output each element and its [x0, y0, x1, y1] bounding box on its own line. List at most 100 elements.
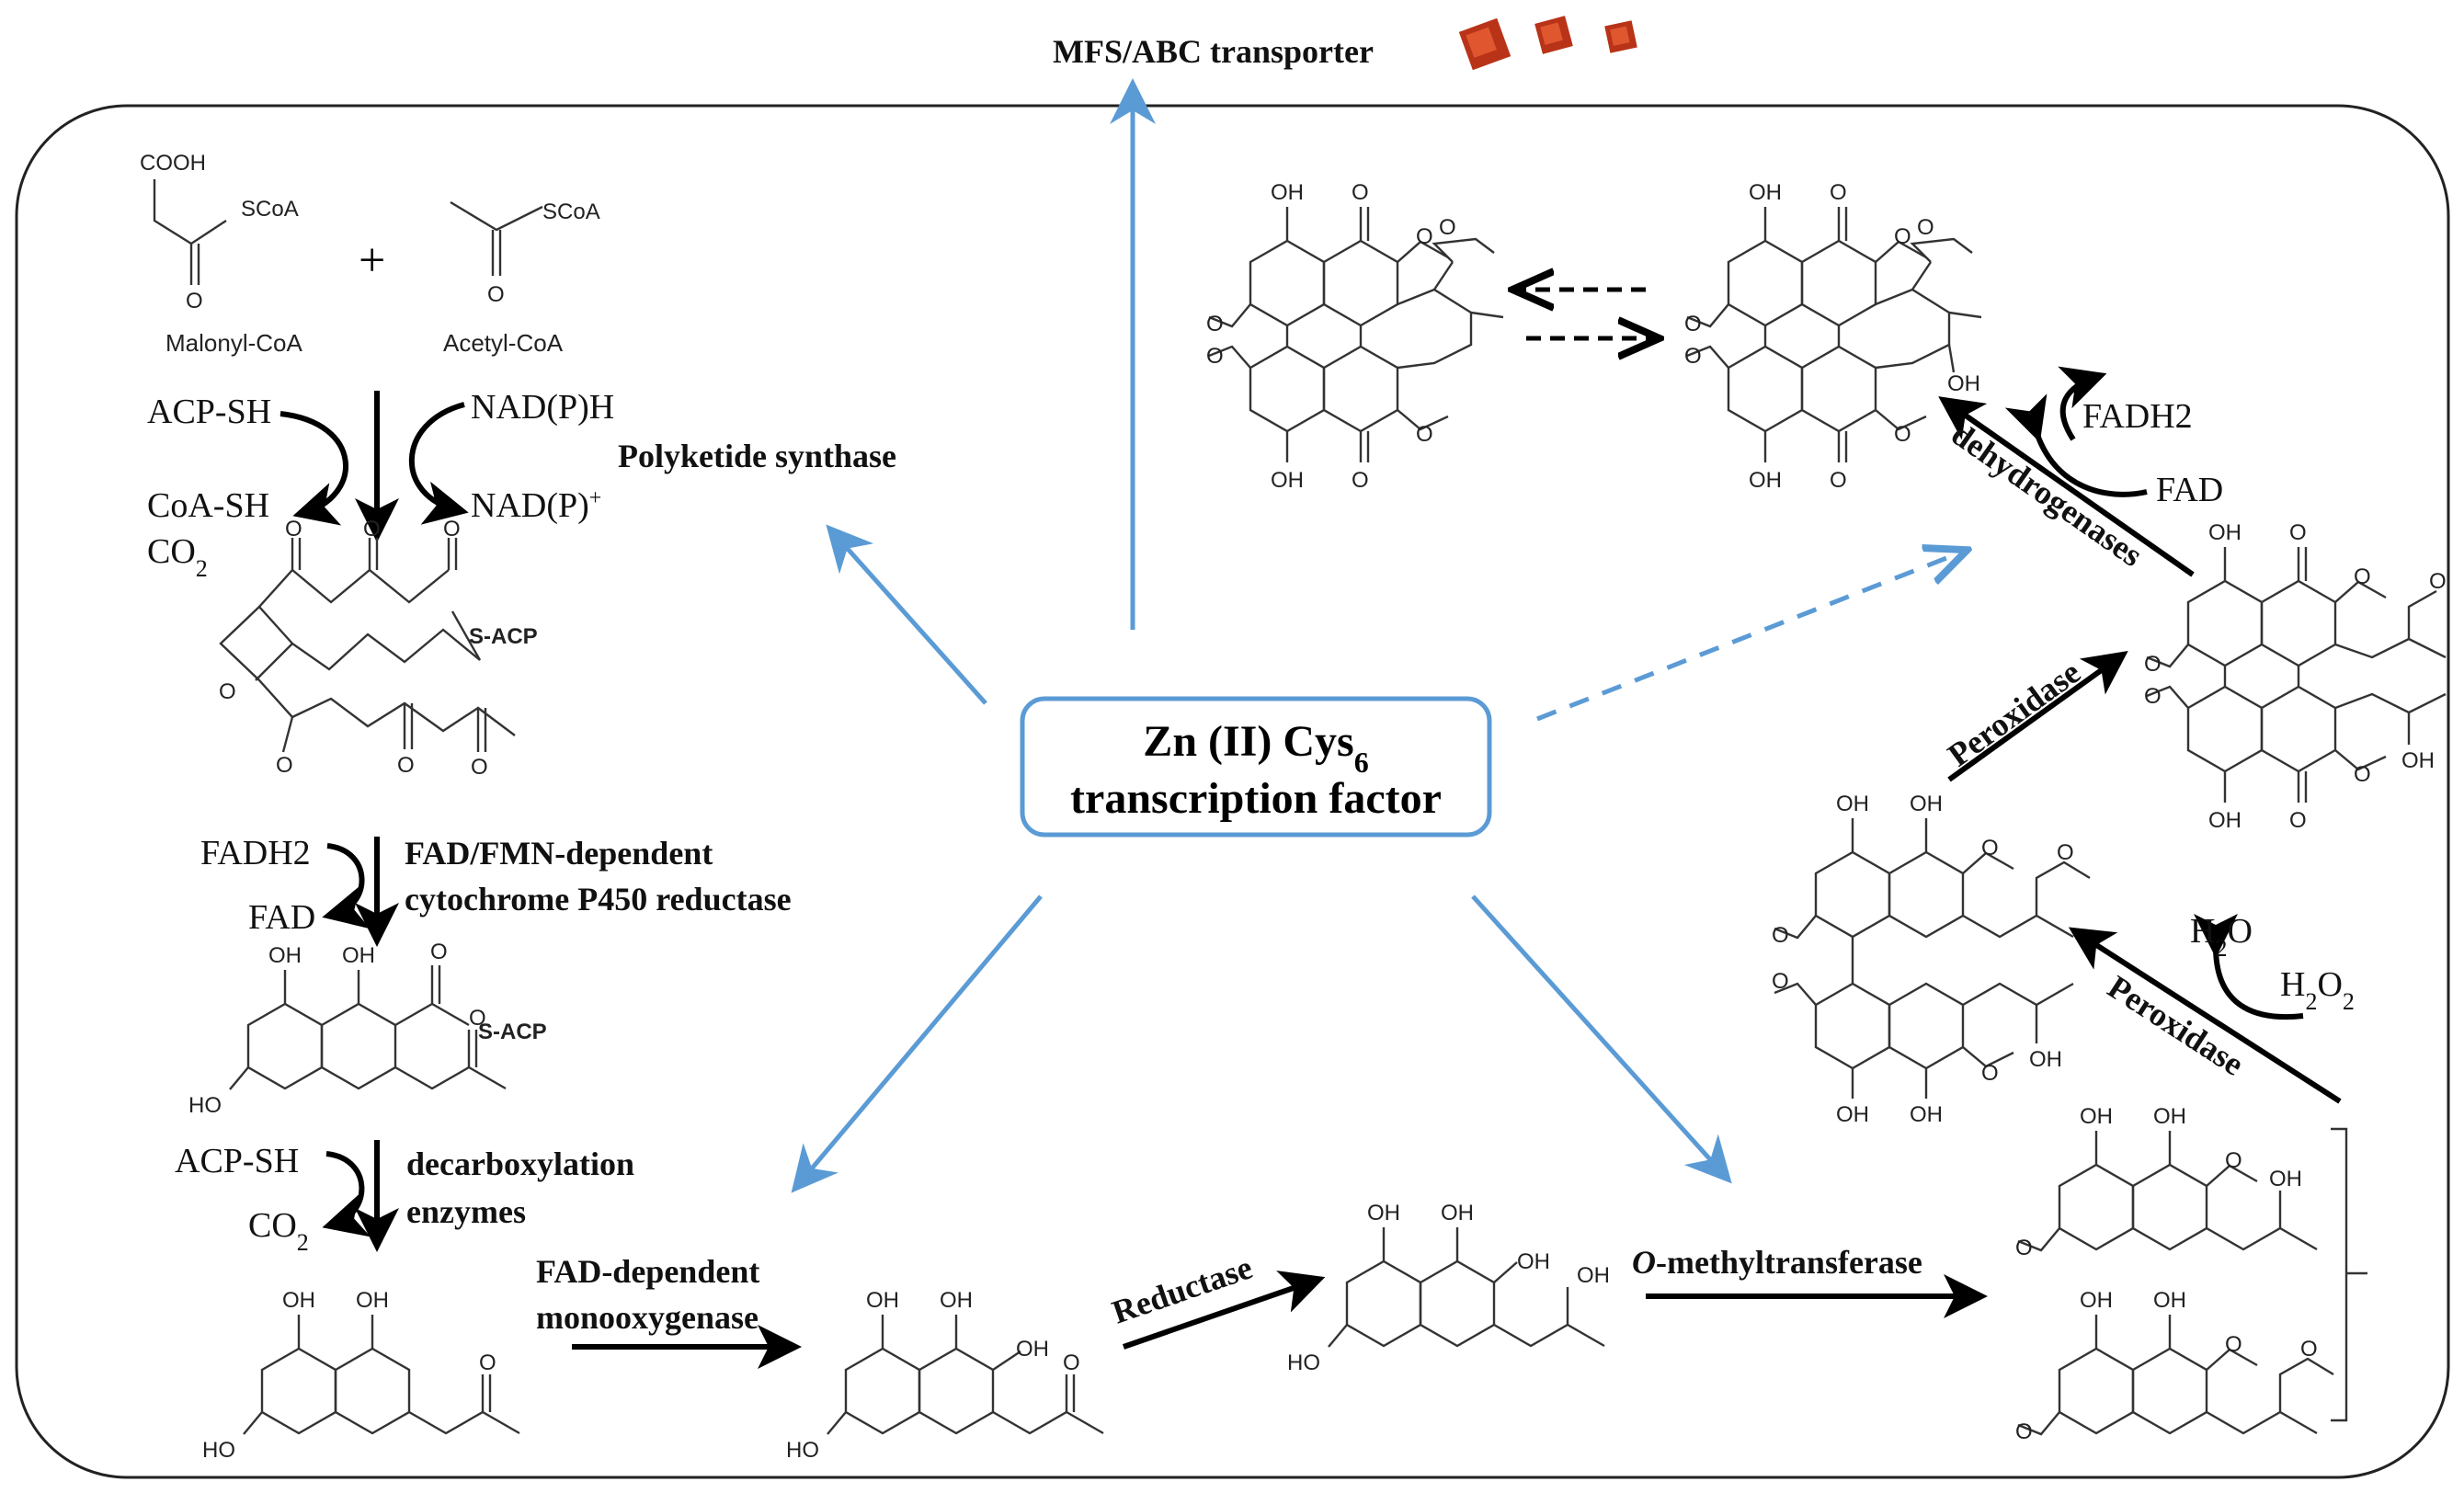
svg-text:O: O [487, 282, 505, 307]
reductase-label: Reductase [1108, 1248, 1257, 1330]
pks-right-curve-arrow [408, 402, 469, 525]
svg-text:OH: OH [1836, 792, 1869, 816]
svg-text:OH: OH [2208, 808, 2242, 833]
svg-text:O: O [2144, 684, 2162, 709]
svg-text:O: O [186, 289, 203, 313]
malonyl-coa-structure: COOH SCoA O Malonyl-CoA [140, 151, 302, 357]
svg-text:O: O [2289, 520, 2307, 545]
omt-label: O-methyltransferase [1632, 1244, 1922, 1281]
peroxidase-coupling-label: Peroxidase [2102, 968, 2251, 1083]
monooxygenase-label-line1: FAD-dependent [536, 1253, 759, 1290]
svg-text:COOH: COOH [140, 151, 206, 176]
svg-text:O: O [1684, 344, 1702, 369]
svg-text:SCoA: SCoA [241, 197, 299, 222]
svg-text:O: O [285, 517, 302, 541]
svg-text:O: O [1206, 344, 1224, 369]
svg-text:O: O [397, 753, 415, 778]
svg-text:OH: OH [1271, 468, 1304, 493]
reductase-arrow [1123, 1271, 1326, 1350]
transcription-factor-box [1020, 696, 1492, 838]
peroxide-cofactor-arrow [2193, 913, 2304, 1020]
svg-text:O: O [1684, 312, 1702, 336]
transported-product-icons [1458, 16, 1637, 71]
svg-text:OH: OH [1836, 1102, 1869, 1127]
decarboxylation-cofactor-arrow [322, 1151, 371, 1237]
pks-left-curve-arrow [279, 411, 348, 526]
svg-text:OH: OH [1367, 1201, 1400, 1225]
p450-cofactor-arrow [322, 843, 371, 929]
acp-sh-in-decarb: ACP-SH [175, 1142, 299, 1180]
svg-text:OH: OH [1749, 468, 1782, 493]
svg-text:S-ACP: S-ACP [478, 1020, 547, 1044]
transporter-label: MFS/ABC transporter [1053, 33, 1374, 70]
svg-text:S-ACP: S-ACP [469, 624, 538, 649]
water-label: H2O [2190, 912, 2253, 962]
peroxidase-coupling-arrow [2068, 927, 2342, 1104]
monomer-bracket [2331, 1127, 2348, 1422]
regulation-arrow-omt [1471, 895, 1732, 1184]
svg-text:HO: HO [188, 1093, 222, 1118]
svg-text:O: O [471, 755, 488, 780]
svg-text:HO: HO [786, 1438, 819, 1463]
svg-text:O: O [2429, 569, 2447, 594]
co2-out-decarb: CO2 [248, 1206, 309, 1256]
svg-text:OH: OH [1577, 1263, 1610, 1288]
nadph-in: NAD(P)H [471, 388, 614, 427]
regulation-arrow-pks [826, 524, 987, 705]
polyketide-synthase-label: Polyketide synthase [618, 438, 896, 474]
svg-text:O: O [1206, 312, 1224, 336]
acp-sh-in: ACP-SH [147, 393, 271, 431]
svg-text:O: O [276, 753, 293, 778]
fad-cofactor-arrow [2004, 393, 2148, 497]
svg-text:OH: OH [1016, 1337, 1049, 1362]
svg-text:O: O [2354, 564, 2371, 589]
plus-sign: + [359, 234, 385, 287]
svg-text:O: O [1352, 468, 1369, 493]
svg-text:O: O [2354, 762, 2371, 787]
svg-text:O: O [2015, 1236, 2033, 1260]
svg-text:O: O [2144, 652, 2162, 677]
svg-text:O: O [2289, 808, 2307, 833]
svg-text:OH: OH [1910, 1102, 1943, 1127]
fad-label-dehydro: FAD [2156, 471, 2223, 509]
svg-text:O: O [443, 517, 461, 541]
dihydronaphthalene-tetrol-structure: OH OH OH OH HO [1287, 1201, 1610, 1375]
svg-text:OH: OH [2080, 1288, 2113, 1313]
p450-label-line2: cytochrome P450 reductase [405, 881, 792, 917]
svg-text:O: O [1416, 224, 1433, 249]
svg-text:OH: OH [2269, 1167, 2302, 1191]
svg-text:O: O [1894, 422, 1911, 447]
hydrogen-peroxide-label: H2O2 [2280, 965, 2355, 1015]
svg-text:O: O [2225, 1148, 2242, 1173]
svg-text:O: O [363, 517, 381, 541]
naphthol-acp-intermediate-structure: OH OH O O HO S-ACP [188, 940, 547, 1118]
svg-text:HO: HO [202, 1438, 235, 1463]
naphthalenetriol-ketone-structure: OH OH O HO [202, 1288, 520, 1463]
svg-text:O: O [1352, 180, 1369, 205]
fadh2-label-dehydro: FADH2 [2082, 397, 2193, 436]
regulation-arrow-monooxygenase [791, 895, 1043, 1193]
svg-text:OH: OH [1749, 180, 1782, 205]
coa-sh-out: CoA-SH [147, 486, 269, 525]
svg-text:OH: OH [2401, 748, 2435, 773]
co2-out: CO2 [147, 532, 208, 582]
svg-text:OH: OH [2153, 1288, 2186, 1313]
polyketide-intermediate-structure: O O O O O O O S-ACP [219, 517, 538, 780]
svg-text:OH: OH [2208, 520, 2242, 545]
fadh2-in-p450: FADH2 [200, 834, 311, 872]
svg-text:O: O [1981, 836, 1999, 860]
svg-text:OH: OH [2153, 1104, 2186, 1129]
svg-text:OH: OH [282, 1288, 315, 1313]
svg-text:O: O [1830, 180, 1847, 205]
hypocrellin-structure-right: OH O O O O O OH O O OH [1684, 180, 1982, 493]
decarboxylation-label-line1: decarboxylation [406, 1145, 634, 1182]
monooxygenase-label-line2: monooxygenase [536, 1299, 759, 1336]
svg-text:OH: OH [1271, 180, 1304, 205]
svg-text:O: O [2015, 1419, 2033, 1444]
svg-text:OH: OH [2029, 1047, 2062, 1072]
svg-text:HO: HO [1287, 1351, 1320, 1375]
binaphthyl-dimer-structure: OH OH O O O O OH OH O OH [1772, 792, 2091, 1127]
transcription-factor-line1: Zn (II) Cys6 [1143, 717, 1368, 779]
